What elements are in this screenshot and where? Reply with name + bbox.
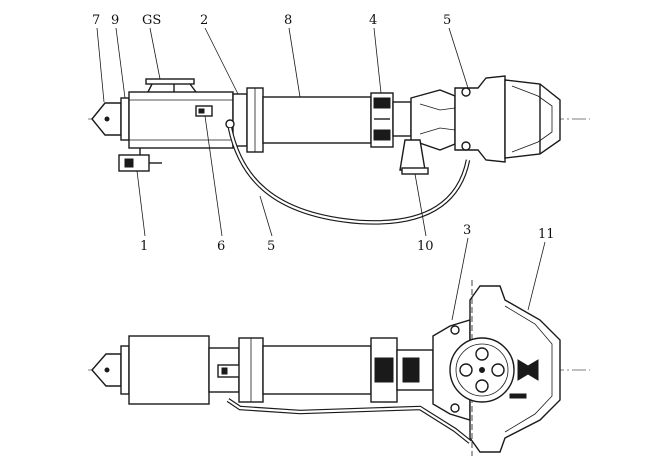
leader-5-top [448, 27, 469, 89]
flange-9 [120, 97, 130, 141]
leader-10 [414, 173, 427, 237]
gs-bracket [145, 78, 195, 85]
rotor-bolt [491, 363, 505, 377]
callout-10: 10 [417, 239, 434, 254]
callout-8: 8 [284, 13, 292, 28]
rotor-bolt [475, 347, 489, 361]
bolt [450, 403, 460, 413]
tube-bottom [262, 345, 372, 395]
hose-port [225, 119, 235, 129]
housing-line [419, 127, 456, 135]
bracket-leg [189, 83, 197, 93]
callout-11: 11 [538, 227, 555, 242]
yoke-5 [454, 75, 506, 163]
leader-4 [373, 27, 382, 94]
neck [392, 101, 412, 137]
hose-inner [228, 127, 470, 224]
callout-5-top: 5 [443, 13, 451, 28]
nose-tip [104, 367, 110, 373]
body-bottom [128, 335, 210, 405]
leader-gs [149, 27, 161, 80]
leader-11 [527, 241, 546, 311]
bracket-foot [401, 167, 429, 175]
nameplate [509, 393, 527, 399]
rotor-ring [455, 343, 509, 397]
rotor-bolt [475, 379, 489, 393]
leader-1 [136, 170, 146, 237]
callout-4: 4 [369, 13, 377, 28]
leader-9 [115, 27, 126, 99]
tube-8 [262, 96, 372, 144]
valve-block [217, 364, 241, 378]
bracket-10 [399, 139, 426, 171]
clamp-block [373, 97, 391, 109]
head-line [504, 305, 553, 433]
bowtie-marker [527, 359, 539, 381]
fitting-detail [198, 108, 205, 114]
leader-8 [288, 27, 301, 98]
head-line [511, 85, 553, 153]
bolt [450, 325, 460, 335]
bottom-view [88, 280, 590, 456]
callout-3: 3 [463, 223, 471, 238]
handle-knob [124, 158, 134, 168]
rotor-bolt [459, 363, 473, 377]
bolt [461, 141, 471, 151]
collar-2 [232, 93, 248, 147]
top-view [88, 75, 590, 225]
bracket-leg [147, 83, 153, 93]
flange-bottom [120, 345, 130, 395]
housing-line [419, 103, 456, 111]
handle-1 [118, 154, 150, 172]
leader-5-bottom [259, 195, 273, 237]
callout-5-bottom: 5 [267, 239, 275, 254]
leader-6 [204, 115, 223, 237]
nose-tip [104, 116, 110, 122]
callout-9: 9 [111, 13, 119, 28]
callout-gs: GS [142, 13, 161, 28]
gear-detail [402, 357, 420, 383]
leaders [96, 27, 546, 321]
clamp-block [374, 357, 394, 383]
bolt [461, 87, 471, 97]
leader-7 [96, 27, 105, 103]
cylinder-body [128, 91, 234, 149]
rotor-center [479, 367, 485, 373]
valve-detail [221, 367, 228, 375]
clamp-block [373, 129, 391, 141]
callout-6: 6 [217, 239, 225, 254]
callout-7: 7 [92, 13, 100, 28]
callout-labels: 7 9 GS 2 8 4 5 1 6 5 10 3 11 [92, 13, 555, 254]
hose-bottom [226, 398, 472, 444]
leader-2 [204, 27, 239, 95]
hose-inner [227, 399, 471, 443]
callout-2: 2 [200, 13, 208, 28]
callout-1: 1 [140, 239, 148, 254]
leader-3 [451, 237, 469, 321]
